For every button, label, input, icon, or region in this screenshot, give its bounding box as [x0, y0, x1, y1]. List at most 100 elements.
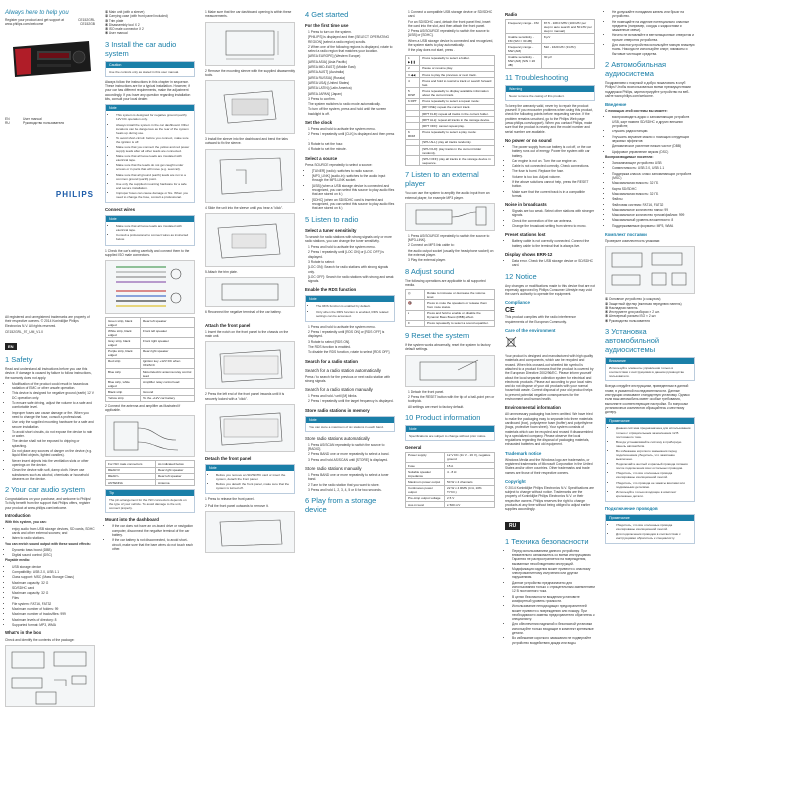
control-desc: [SHU ALL]: play all tracks randomly. [419, 138, 495, 146]
warning-body: Never remove the casing of this product. [509, 93, 565, 98]
effect-item: Digital sound control (DSC) [12, 553, 95, 557]
clock-item: 1 Press and hold to activate the system … [308, 127, 376, 132]
rds-heading: Enable the RDS function [305, 287, 357, 293]
spec-label: Fuse [404, 462, 446, 470]
clock-item: 2 Press / repeatedly until [CLK] is disp… [308, 132, 395, 141]
ru-media-item: Максимальное количество папок: 99 [612, 208, 695, 212]
rds-item: The RDS function is enabled. [308, 344, 351, 349]
search-heading: Search for a radio station [305, 358, 358, 364]
control-key: 5 DISP [404, 87, 421, 99]
ru-caution-body: Используйте элементы управления только в… [609, 366, 685, 379]
s1ru-item: Данное устройство предназначено для испо… [512, 581, 595, 594]
connect-step: 1 Check the car's wiring carefully and c… [105, 248, 190, 257]
ru-tab: RU [505, 521, 521, 530]
spec-value: 22 W x 4 RMS (4 Ω, 10% T.H.D.) [444, 484, 495, 496]
note-heading: Note [106, 105, 194, 112]
ru-kit-body: Проверьте комплектность упаковки: [605, 238, 661, 243]
usb-item: 1 Connect a compatible USB storage devic… [408, 10, 493, 19]
first-item: To turn off the system, press and hold u… [308, 107, 387, 116]
s3-title: 3 Install the car audio system [105, 39, 177, 58]
playable-item: Maximum number of folders: 99 [12, 607, 95, 611]
spec-value: 87.5 - 108.0 MHz (100 kHz per step in au… [540, 18, 596, 35]
tuner-heading: Select a tuner sensitivity [305, 227, 357, 233]
s2-title: 2 Your car audio system [5, 485, 86, 495]
ru-note-item: Во избежание короткого замыкания перед п… [616, 449, 691, 461]
auto-search-body: Press / to search for the previous or ne… [305, 374, 391, 383]
source-item: [SDHC] (when an SD/SDHC card is inserted… [312, 198, 395, 211]
wire-color: Red strip [105, 357, 141, 370]
ru-caution-heading: Внимание [606, 358, 694, 365]
note-item: The RDS function is enabled by default. [316, 304, 391, 308]
install-step-3: 3 Install the sleeve into the dashboard … [205, 137, 288, 146]
s7-body: You can use the system to amplify the au… [405, 191, 490, 200]
ru-media-item: Максимальный уровень вложенности: 8 [612, 218, 695, 222]
ru-note-heading: Примечание [606, 514, 694, 521]
usb-item: For an SD/SDHC card, detach the front pa… [408, 19, 491, 28]
spec-value: 30 μV [540, 53, 596, 69]
ru-box-contents-illustration [605, 246, 695, 295]
nopower-item: Cable is not connected correctly. Check … [512, 164, 595, 168]
control-key: 3 ◀◀ [404, 71, 421, 79]
ru-kit-heading: Комплект поставки [605, 231, 647, 237]
s11-title: 11 Troubleshooting [505, 72, 569, 82]
caution-box: Caution Use the controls only as stated … [105, 60, 195, 77]
s1-item: Do not place any sources of danger on th… [12, 449, 95, 458]
detach-step: 1 Press to release the front panel. [205, 497, 255, 502]
note-item: Make sure that you connect the yellow an… [116, 145, 191, 153]
note-item: Make sure that all loose leads are insul… [116, 154, 191, 162]
part-label: Disassembly tool X 2 [108, 22, 140, 27]
s9-body: If the system works abnormally, reset th… [405, 343, 491, 352]
part-4: ④ Disassembly tool X 2 [105, 22, 140, 27]
clock-heading: Set the clock [305, 120, 333, 126]
ru-media-heading: Воспроизводимые носители: [605, 154, 654, 159]
first-item: The system switches to radio mode automa… [308, 102, 381, 107]
ru-kit-item: ① Основное устройство (с кожухом) [605, 297, 661, 302]
box-intro: Check and identify the contents of the p… [5, 637, 75, 642]
kit-label: Накладная панель [608, 305, 638, 310]
nopower-item: Car engine is not on. Turn the car engin… [512, 159, 595, 163]
lang-ru-tag: RU [5, 120, 10, 125]
wire-target: Front left speaker [139, 327, 196, 339]
note-item: Only when the RDS function is enabled, R… [316, 310, 391, 318]
kit-label: Основное устройство (с кожухом) [608, 297, 661, 302]
s10-note: Note Specifications are subject to chang… [405, 424, 495, 441]
s1-item: This device is designed for negative gro… [12, 391, 95, 400]
s8-body: The following operations are applicable … [405, 278, 486, 287]
sound-desc: Press to mute the speakers or release th… [424, 299, 495, 311]
note-item: Always install the system in the car das… [116, 123, 191, 135]
wire-color: Blue strip, white edged [105, 378, 141, 390]
connect-step-2: 2 Connect the antenna and amplifier as i… [105, 403, 181, 413]
first-item: [AREA RUSSIA] (Russia) [308, 75, 346, 80]
playable-item: Maximum number of tracks/files: 999 [12, 612, 95, 616]
rds-item: To disable the RDS function, rotate to s… [308, 350, 391, 355]
wire-target: Motor/electric antenna relay control lea… [139, 368, 196, 380]
effects-heading: You can enrich sound output with these s… [5, 541, 91, 546]
sound-table: ◎Rotate to increase or decrease the volu… [405, 289, 495, 328]
s7-item: 1 Press AS/SOURCE repeatedly to switch t… [408, 233, 490, 243]
ru-media-item: Максимальная емкость: 32 ГБ [612, 181, 695, 185]
part-label: Trim plate [108, 18, 124, 23]
s4-title: 4 Get started [305, 10, 349, 19]
register-url[interactable]: www.philips.com/welcome [5, 22, 44, 27]
with-unit-item: enjoy audio from USB storage devices, SD… [12, 527, 95, 536]
ru-intro-item: Улучшить звучание можно с помощью следую… [612, 135, 695, 144]
ru-kit-item: ⑥ Руководство пользователя [605, 318, 650, 323]
presets-item: Battery cable is not correctly connected… [512, 239, 595, 248]
ru-note-item: Всегда устанавливайте систему в приборну… [616, 440, 691, 448]
playable-heading: Playable media: [5, 558, 30, 563]
s7-item: the audio output socket (usually the hea… [408, 248, 494, 258]
control-desc: Press and hold to rewind a track or sear… [419, 77, 495, 89]
ru-kit-item: ③ Накладная панель [605, 305, 638, 310]
en-tab: EN [5, 343, 17, 350]
ru-media-item: Файловая система: FAT16, FAT32 [612, 203, 695, 207]
register-line: Register your product and get support at [5, 18, 65, 22]
ru-intro-item: Динамическое усиление низких частот (DBB… [612, 144, 695, 148]
note-box: Note This system is designed for negativ… [105, 104, 195, 204]
s1-item: To ensure safe driving, adjust the volum… [12, 401, 95, 410]
control-key [404, 138, 421, 146]
spec-label: Usable sensitivity - FM (S/N = 30 dB) [505, 33, 542, 45]
